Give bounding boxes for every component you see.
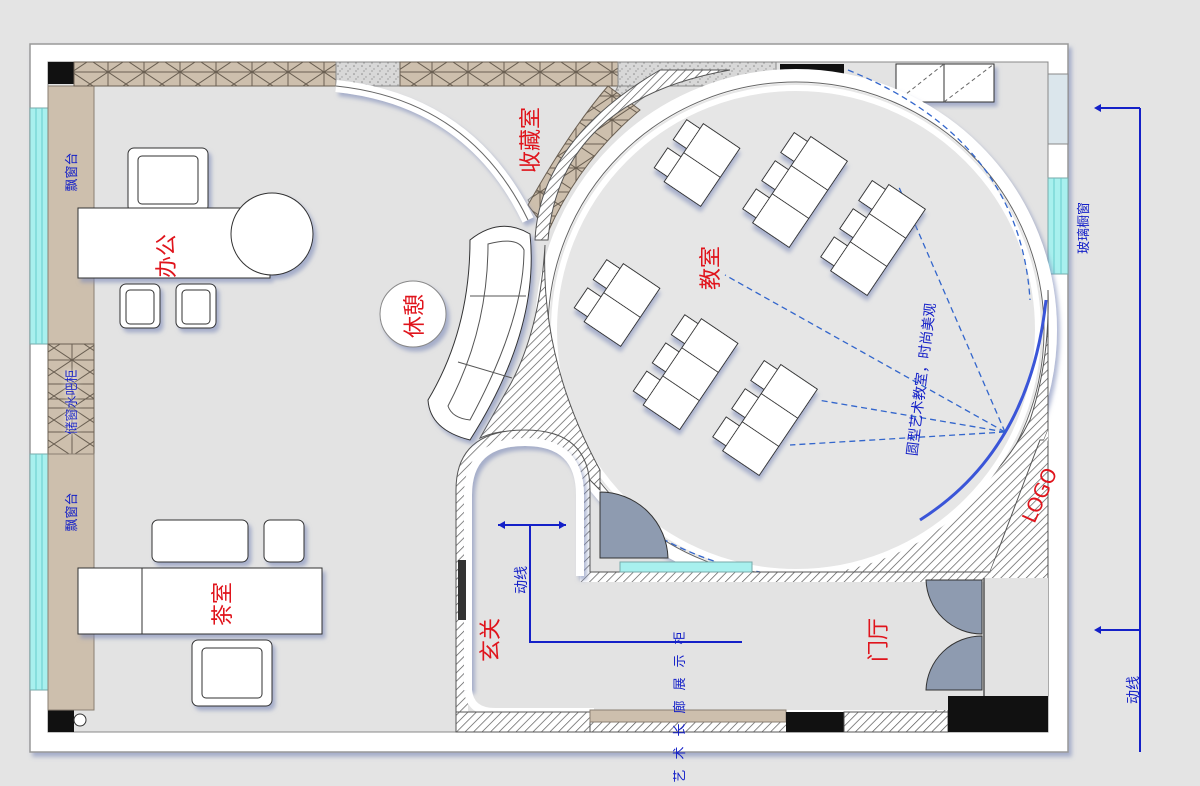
gallery-cabinet-label: 艺术长廊展示柜 xyxy=(672,621,688,782)
bottom-column-mid xyxy=(786,712,844,732)
classroom-hatch-ring xyxy=(534,69,731,241)
collection-label: 收藏室 xyxy=(519,107,544,173)
lobby-door-bottom[interactable] xyxy=(925,635,983,691)
desk-group-1 xyxy=(653,119,741,208)
office-round-table xyxy=(230,192,314,276)
rest-label: 休憩 xyxy=(403,294,428,338)
tea-stool xyxy=(263,519,305,563)
drain-icon xyxy=(73,713,87,727)
office-furniture xyxy=(77,147,314,329)
storage-unit xyxy=(895,63,995,103)
glass-window-label: 玻璃橱窗 xyxy=(1076,202,1092,254)
tea-room-label: 茶室 xyxy=(211,582,236,626)
bay-window-top-label: 飘窗台 xyxy=(64,152,80,191)
tea-table xyxy=(77,567,323,635)
bottom-hatch-left xyxy=(455,711,591,733)
bottom-hatch-right xyxy=(843,711,949,733)
classroom-door-glass xyxy=(619,561,753,573)
office-label: 办公 xyxy=(155,234,180,278)
tea-room-furniture xyxy=(77,519,323,707)
flow-line-outer-label: 动线 xyxy=(1126,676,1142,704)
lobby-door-top[interactable] xyxy=(925,579,983,635)
column-top-left xyxy=(48,62,74,84)
flow-arrow-top-icon xyxy=(1094,104,1101,112)
classroom-label: 教室 xyxy=(699,246,724,290)
bottom-column-right xyxy=(948,696,1048,732)
classroom-glass-arc xyxy=(919,299,1048,522)
flow-arrow-left-icon xyxy=(498,521,505,529)
bay-window-top xyxy=(29,107,49,345)
bay-window-bottom xyxy=(29,453,49,691)
top-cabinet-right xyxy=(399,61,619,87)
desk-group-2 xyxy=(742,131,849,249)
logo-hatch-wall xyxy=(990,430,1048,572)
desk-group-5 xyxy=(632,314,739,431)
gallery-cabinet xyxy=(589,709,787,723)
flow-arrow-bottom-icon xyxy=(1094,626,1101,634)
flow-arrow-right-icon xyxy=(559,521,566,529)
rest-sofa xyxy=(427,225,532,441)
tea-bench xyxy=(151,519,249,563)
flow-line-inner-label: 动线 xyxy=(514,566,530,594)
bar-cabinet-label: 储窗水吧柜 xyxy=(64,369,80,434)
classroom-door[interactable] xyxy=(599,491,669,559)
desk-group-6 xyxy=(712,359,819,477)
column-bottom-left xyxy=(48,710,74,732)
entrance-glass xyxy=(458,560,466,620)
right-glass-window xyxy=(1047,177,1069,275)
top-cabinet-left xyxy=(73,61,337,87)
lobby-floor xyxy=(594,582,984,710)
vision-line-arc-top xyxy=(847,69,1031,301)
desk-group-3 xyxy=(820,179,927,297)
desk-group-4 xyxy=(573,259,661,348)
lobby-label: 门厅 xyxy=(867,618,892,662)
rest-label-circle xyxy=(379,280,447,348)
entrance-label: 玄关 xyxy=(479,618,504,662)
flow-line-outer xyxy=(1096,107,1141,752)
right-glass-top xyxy=(1047,73,1069,145)
bay-window-bottom-label: 飘窗台 xyxy=(64,492,80,531)
